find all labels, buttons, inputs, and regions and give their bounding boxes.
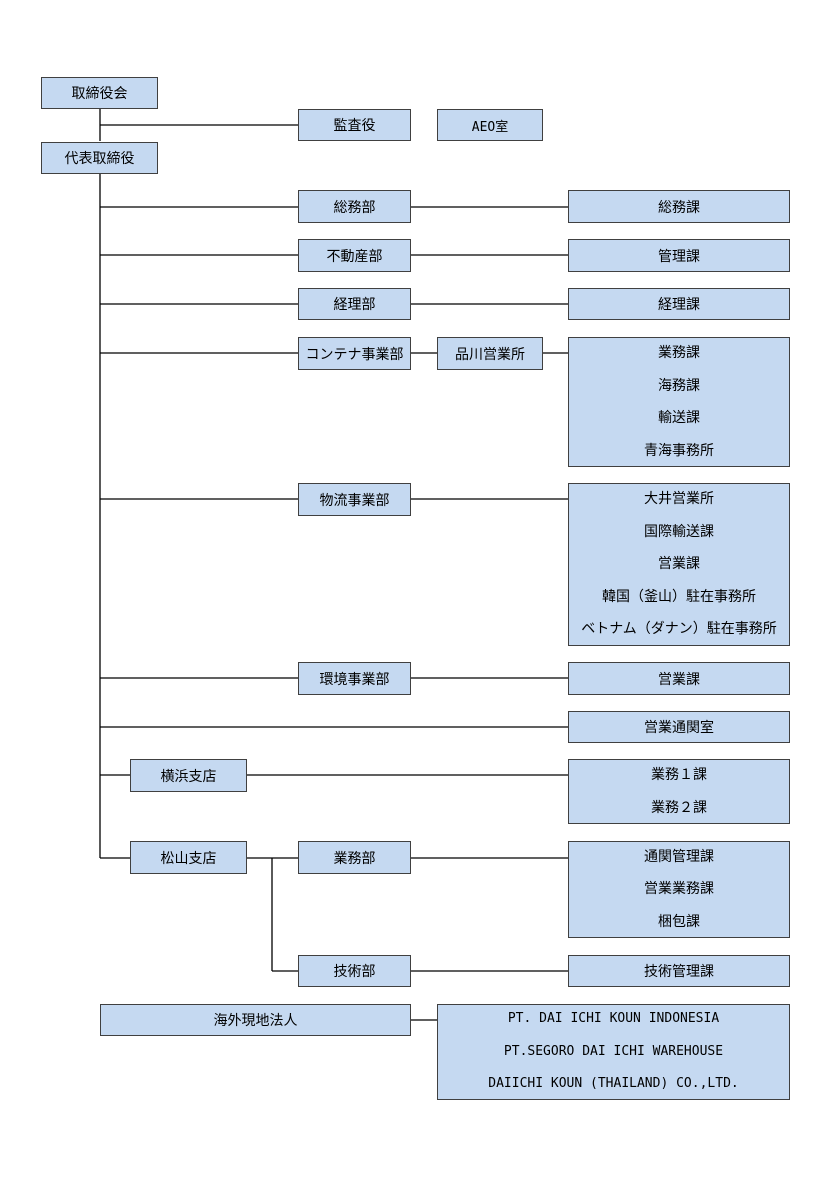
section-label: 国際輸送課: [644, 523, 714, 540]
customs-office-box: 営業通関室: [568, 711, 790, 743]
section-label: 業務２課: [651, 799, 707, 816]
section-label: 梱包課: [658, 913, 700, 930]
section-label: 業務課: [658, 345, 700, 361]
section-label: 海務課: [658, 377, 700, 394]
auditor-box: 監査役: [298, 109, 411, 141]
real-estate-dept-box: 不動産部: [298, 239, 411, 272]
company-label: DAIICHI KOUN (THAILAND) CO.,LTD.: [488, 1076, 739, 1092]
management-section-box: 管理課: [568, 239, 790, 272]
logistics-dept-box: 物流事業部: [298, 483, 411, 516]
company-label: PT. DAI ICHI KOUN INDONESIA: [507, 1011, 720, 1027]
general-affairs-section-box: 総務課: [568, 190, 790, 223]
accounting-section-box: 経理課: [568, 288, 790, 320]
container-dept-box: コンテナ事業部: [298, 337, 411, 370]
section-label: 通関管理課: [644, 848, 714, 865]
technical-section-box: 技術管理課: [568, 955, 790, 987]
board-of-directors-box: 取締役会: [41, 77, 158, 109]
section-label: 営業業務課: [644, 881, 714, 898]
aeo-office-box: AEO室: [437, 109, 543, 141]
matsuyama-branch-box: 松山支店: [130, 841, 247, 874]
overseas-companies-box: PT. DAI ICHI KOUN INDONESIA PT.SEGORO DA…: [437, 1004, 790, 1100]
operations-dept-box: 業務部: [298, 841, 411, 874]
section-label: 青海事務所: [644, 442, 714, 459]
container-sections-box: 業務課 海務課 輸送課 青海事務所: [568, 337, 790, 467]
section-label: 営業課: [658, 556, 700, 573]
yokohama-branch-box: 横浜支店: [130, 759, 247, 792]
general-affairs-dept-box: 総務部: [298, 190, 411, 223]
technical-dept-box: 技術部: [298, 955, 411, 987]
shinagawa-office-box: 品川営業所: [437, 337, 543, 370]
overseas-subsidiaries-box: 海外現地法人: [100, 1004, 411, 1036]
section-label: ベトナム（ダナン）駐在事務所: [581, 621, 777, 638]
section-label: 大井営業所: [644, 491, 714, 508]
company-label: PT.SEGORO DAI ICHI WAREHOUSE: [503, 1043, 724, 1059]
section-label: 業務１課: [651, 767, 707, 783]
logistics-sections-box: 大井営業所 国際輸送課 営業課 韓国（釜山）駐在事務所 ベトナム（ダナン）駐在事…: [568, 483, 790, 646]
president-box: 代表取締役: [41, 142, 158, 174]
accounting-dept-box: 経理部: [298, 288, 411, 320]
section-label: 韓国（釜山）駐在事務所: [602, 588, 756, 605]
environment-sales-section-box: 営業課: [568, 662, 790, 695]
yokohama-sections-box: 業務１課 業務２課: [568, 759, 790, 824]
operations-sections-box: 通関管理課 営業業務課 梱包課: [568, 841, 790, 938]
section-label: 輸送課: [658, 410, 700, 426]
environment-dept-box: 環境事業部: [298, 662, 411, 695]
